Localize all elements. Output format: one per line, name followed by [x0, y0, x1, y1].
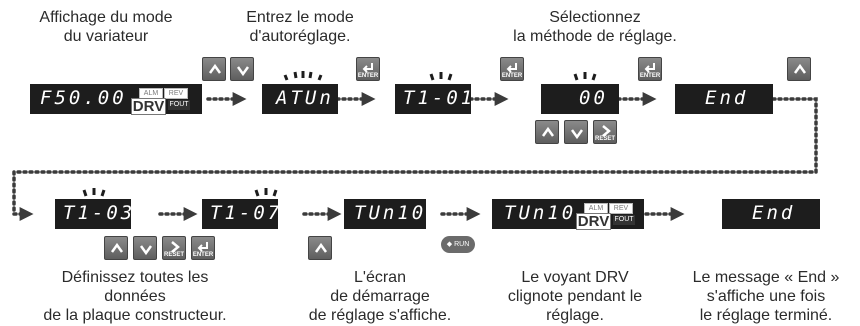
enter-key[interactable]: ENTER	[191, 236, 215, 260]
lcd-readout: 00	[579, 87, 608, 109]
caption-display-mode: Affichage du mode du variateur	[20, 8, 192, 46]
caption-line: s'affiche une fois	[706, 288, 826, 305]
caption-drv-blinks: Le voyant DRV clignote pendant le réglag…	[490, 268, 660, 325]
nameplate-param-display: T1-03	[55, 199, 132, 229]
blink-indicator-icon	[573, 72, 597, 81]
enter-key-label: ENTER	[192, 252, 214, 258]
caption-line: Entrez le mode	[246, 9, 354, 26]
caption-enter-autotune: Entrez le mode d'autoréglage.	[205, 8, 395, 46]
caption-line: de démarrage	[330, 288, 430, 305]
caption-end-message: Le message « End » s'affiche une fois le…	[678, 268, 854, 325]
caption-line: Sélectionnez	[549, 9, 641, 26]
run-icon: ◆	[446, 241, 453, 248]
caption-line: données	[104, 288, 166, 305]
reset-key[interactable]: RESET	[593, 120, 617, 144]
drv-indicator: DRV	[131, 98, 166, 115]
lcd-readout: End	[705, 87, 749, 109]
down-key[interactable]	[230, 57, 254, 81]
enter-key[interactable]: ENTER	[356, 57, 380, 81]
end-display: End	[722, 199, 820, 229]
nameplate-param-display: T1-07	[202, 199, 279, 229]
enter-key-label: ENTER	[639, 73, 661, 79]
caption-line: le réglage terminé.	[699, 307, 833, 324]
run-button[interactable]: ◆ RUN	[441, 236, 475, 253]
caption-line: du variateur	[63, 28, 149, 45]
up-key[interactable]	[787, 57, 811, 81]
caption-select-method: Sélectionnez la méthode de réglage.	[475, 8, 715, 46]
up-key[interactable]	[535, 120, 559, 144]
caption-line: réglage.	[546, 307, 604, 324]
fout-indicator: FOUT	[168, 100, 190, 110]
enter-key-label: ENTER	[357, 73, 379, 79]
enter-key-label: ENTER	[501, 73, 523, 79]
fout-indicator: FOUT	[613, 215, 635, 225]
caption-line: la méthode de réglage.	[513, 28, 677, 45]
method-param-display: T1-01	[395, 84, 472, 114]
caption-line: Le message « End »	[692, 269, 840, 286]
up-key[interactable]	[202, 57, 226, 81]
blink-indicator-icon	[283, 71, 323, 81]
lcd-readout: T1-07	[210, 202, 283, 224]
lcd-readout: T1-01	[403, 87, 476, 109]
rev-indicator: REV	[164, 88, 188, 99]
lcd-readout: T1-03	[63, 202, 136, 224]
lcd-readout: TUn10	[354, 202, 427, 224]
down-key[interactable]	[133, 236, 157, 260]
enter-key[interactable]: ENTER	[500, 57, 524, 81]
caption-start-screen: L'écran de démarrage de réglage s'affich…	[300, 268, 460, 325]
up-key[interactable]	[104, 236, 128, 260]
up-key[interactable]	[308, 236, 332, 260]
reset-key-label: RESET	[594, 136, 615, 142]
rev-indicator: REV	[609, 203, 633, 214]
autotune-display: ATUn	[262, 84, 338, 114]
reset-key[interactable]: RESET	[162, 236, 186, 260]
caption-line: Le voyant DRV	[521, 269, 629, 286]
blink-indicator-icon	[429, 72, 453, 81]
lcd-readout: End	[752, 202, 796, 224]
drive-mode-display: F50.00 ALM REV DRV FOUT	[30, 84, 202, 115]
lcd-readout: ATUn	[276, 87, 334, 109]
drv-indicator: DRV	[576, 213, 611, 230]
lcd-readout: F50.00	[40, 87, 127, 109]
enter-key[interactable]: ENTER	[638, 57, 662, 81]
caption-line: d'autoréglage.	[249, 28, 351, 45]
blink-indicator-icon	[82, 188, 106, 197]
reset-key-label: RESET	[163, 252, 184, 258]
caption-line: L'écran	[354, 269, 406, 286]
down-key[interactable]	[564, 120, 588, 144]
caption-line: clignote pendant le	[507, 288, 643, 305]
end-display: End	[675, 84, 773, 114]
lcd-readout: TUn10	[504, 202, 577, 224]
tune-start-display: TUn10	[344, 199, 426, 229]
tuning-display: TUn10 ALM REV DRV FOUT	[492, 199, 644, 230]
caption-line: Définissez toutes les	[61, 269, 209, 286]
caption-define-nameplate: Définissez toutes les données de la plaq…	[30, 268, 240, 325]
caption-line: de la plaque constructeur.	[43, 307, 227, 324]
caption-line: Affichage du mode	[39, 9, 173, 26]
run-button-label: RUN	[454, 241, 470, 248]
blink-indicator-icon	[254, 188, 278, 197]
caption-line: de réglage s'affiche.	[308, 307, 452, 324]
method-value-display: 00	[541, 84, 619, 114]
